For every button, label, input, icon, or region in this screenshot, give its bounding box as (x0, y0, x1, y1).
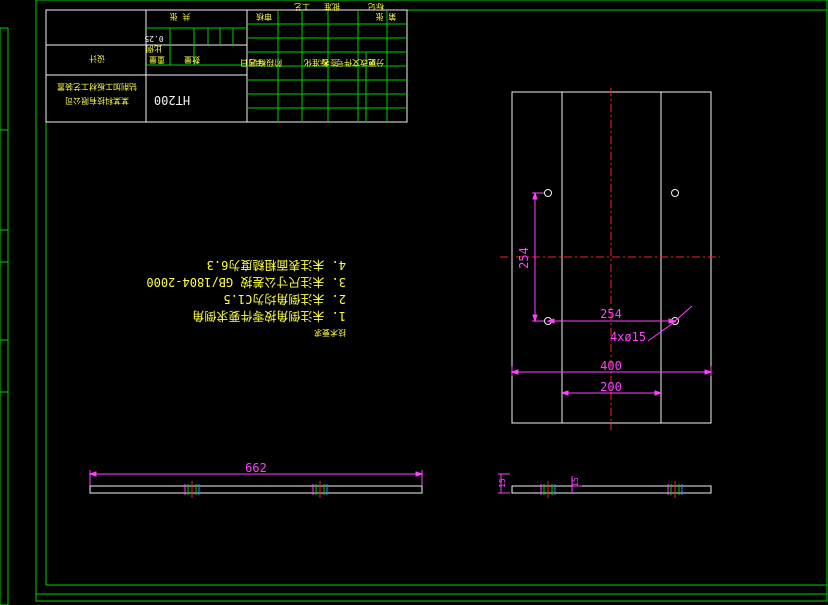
material-label: HT200 (154, 93, 190, 107)
quantity-label: 数量 (184, 55, 200, 65)
check-label: 审核 (256, 12, 272, 22)
sheet-border-outer (35, 0, 828, 602)
dim-text-horizontal: 254 (600, 307, 622, 321)
hole-marks-short-right (667, 481, 683, 498)
tech-heading: 技术要求 (314, 328, 346, 338)
tech-requirements: 技术要求 1. 未注倒角按零件要求倒角 2. 未注倒角均为C1.5 3. 未注尺… (146, 258, 346, 338)
change-doc-label: 更改文件号 (336, 58, 376, 68)
weight-label: 重量 (149, 55, 165, 65)
surface-note: 0.25 (144, 34, 163, 43)
marks-label: 标记 (368, 2, 384, 12)
tech-item-3: 3. 未注尺寸公差按 GB/1804-2000 (146, 275, 346, 290)
hole-marks-right (312, 481, 328, 498)
side-plate (89, 485, 423, 494)
zones-label: 分区 (368, 58, 384, 67)
dim-text-inner: 200 (600, 380, 622, 394)
stage-label: 阶段标记 (250, 58, 282, 68)
plan-view[interactable]: 254 254 4xø15 400 200 (500, 88, 720, 430)
scale-label: 比例 (146, 44, 162, 54)
std-label: 标准化 (304, 58, 328, 68)
design-label: 设计 (89, 54, 105, 64)
tech-item-2: 2. 未注倒角均为C1.5 (223, 292, 346, 307)
date-label: 年月日 (240, 58, 264, 68)
side-view-short[interactable]: 15 15 (498, 473, 712, 498)
hole-top-left (544, 189, 552, 197)
dim-text-overall: 400 (600, 359, 622, 373)
dim-text-vertical: 254 (517, 247, 531, 269)
sheet-border-inner (45, 9, 828, 586)
dim-text-side-thickness: 15 (571, 477, 580, 487)
hole-callout: 4xø15 (610, 330, 646, 344)
signature-label: 签名 (322, 58, 338, 68)
hole-marks-short-left (540, 481, 556, 498)
approve-label: 批准 (324, 2, 340, 12)
hole-marks-left (184, 481, 200, 498)
left-palette-border (0, 27, 9, 605)
drawing-name-label: 钻削加工板材工艺装置 (57, 82, 137, 92)
side-view-long[interactable]: 662 (88, 461, 424, 498)
dim-text-length: 662 (245, 461, 267, 475)
sheet-label: 共 张 (170, 12, 191, 21)
title-block (45, 9, 408, 123)
dim-text-thickness: 15 (498, 478, 507, 488)
side-plate-short (511, 485, 712, 494)
leader-line (674, 305, 693, 322)
company-label: 某某科技有限公司 (65, 96, 129, 106)
tech-item-4: 4. 未注表面粗糙度为6.3 (207, 258, 346, 273)
hole-top-right (671, 189, 679, 197)
sheet-no-label: 第 张 (376, 12, 397, 22)
tech-item-1: 1. 未注倒角按零件要求倒角 (192, 309, 346, 324)
process-label: 工艺 (294, 2, 310, 11)
